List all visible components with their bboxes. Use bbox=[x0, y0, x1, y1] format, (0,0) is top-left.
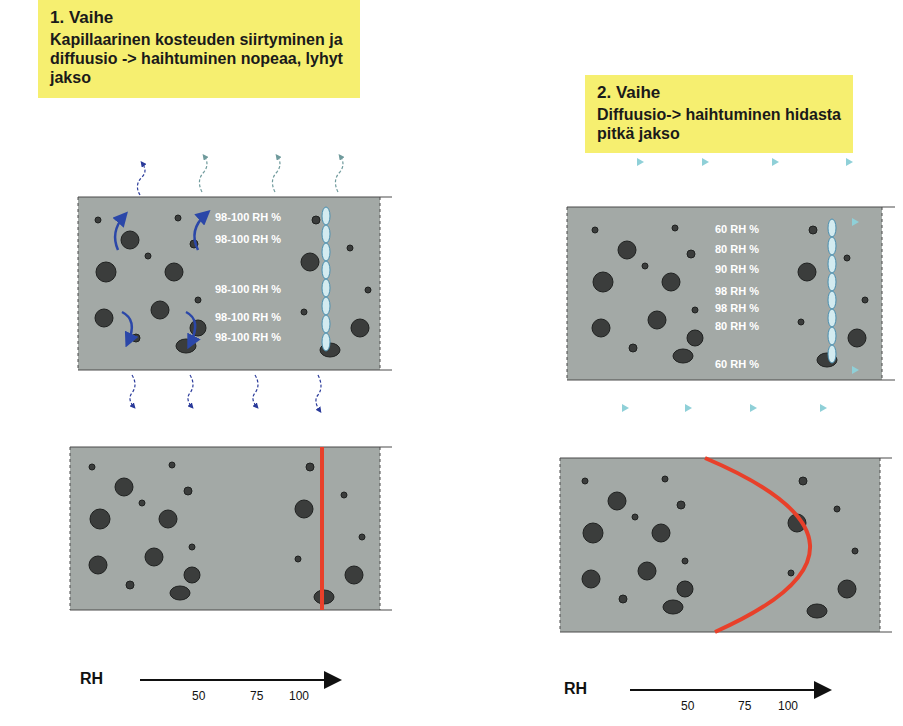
humidity-label: 98 RH % bbox=[715, 285, 759, 298]
humidity-label: 98-100 RH % bbox=[215, 283, 281, 296]
humidity-label: 98-100 RH % bbox=[215, 211, 281, 224]
humidity-label: 98 RH % bbox=[715, 302, 759, 315]
axis-tick: 75 bbox=[738, 699, 751, 713]
phase-description: Kapillaarinen kosteuden siirtyminen ja d… bbox=[50, 30, 348, 88]
phase-heading: 1. Vaihe bbox=[50, 8, 348, 28]
humidity-label: 98-100 RH % bbox=[215, 331, 281, 344]
axis-title: RH bbox=[564, 680, 587, 698]
axis-title: RH bbox=[80, 670, 103, 688]
humidity-label: 80 RH % bbox=[715, 243, 759, 256]
axis-tick: 50 bbox=[681, 699, 694, 713]
concrete-slab: 98-100 RH % 98-100 RH % 98-100 RH % 98-100 … bbox=[78, 197, 380, 370]
phase-description: Diffuusio-> haihtuminen hidasta pitkä ja… bbox=[597, 105, 841, 143]
humidity-label: 60 RH % bbox=[715, 223, 759, 236]
phase-box: 2. VaiheDiffuusio-> haihtuminen hidasta … bbox=[585, 75, 853, 153]
humidity-label: 98-100 RH % bbox=[215, 233, 281, 246]
humidity-label: 60 RH % bbox=[715, 358, 759, 371]
concrete-slab: 60 RH % 80 RH % 90 RH % 98 RH % 98 RH % 80 RH… bbox=[567, 207, 882, 380]
axis-tick: 50 bbox=[192, 689, 205, 703]
phase-box: 1. VaiheKapillaarinen kosteuden siirtymi… bbox=[38, 0, 360, 98]
axis-tick: 75 bbox=[250, 689, 263, 703]
humidity-label: 80 RH % bbox=[715, 320, 759, 333]
axis-tick: 100 bbox=[778, 699, 798, 713]
humidity-label: 98-100 RH % bbox=[215, 311, 281, 324]
humidity-label: 90 RH % bbox=[715, 263, 759, 276]
axis-tick: 100 bbox=[289, 689, 309, 703]
phase-heading: 2. Vaihe bbox=[597, 83, 841, 103]
